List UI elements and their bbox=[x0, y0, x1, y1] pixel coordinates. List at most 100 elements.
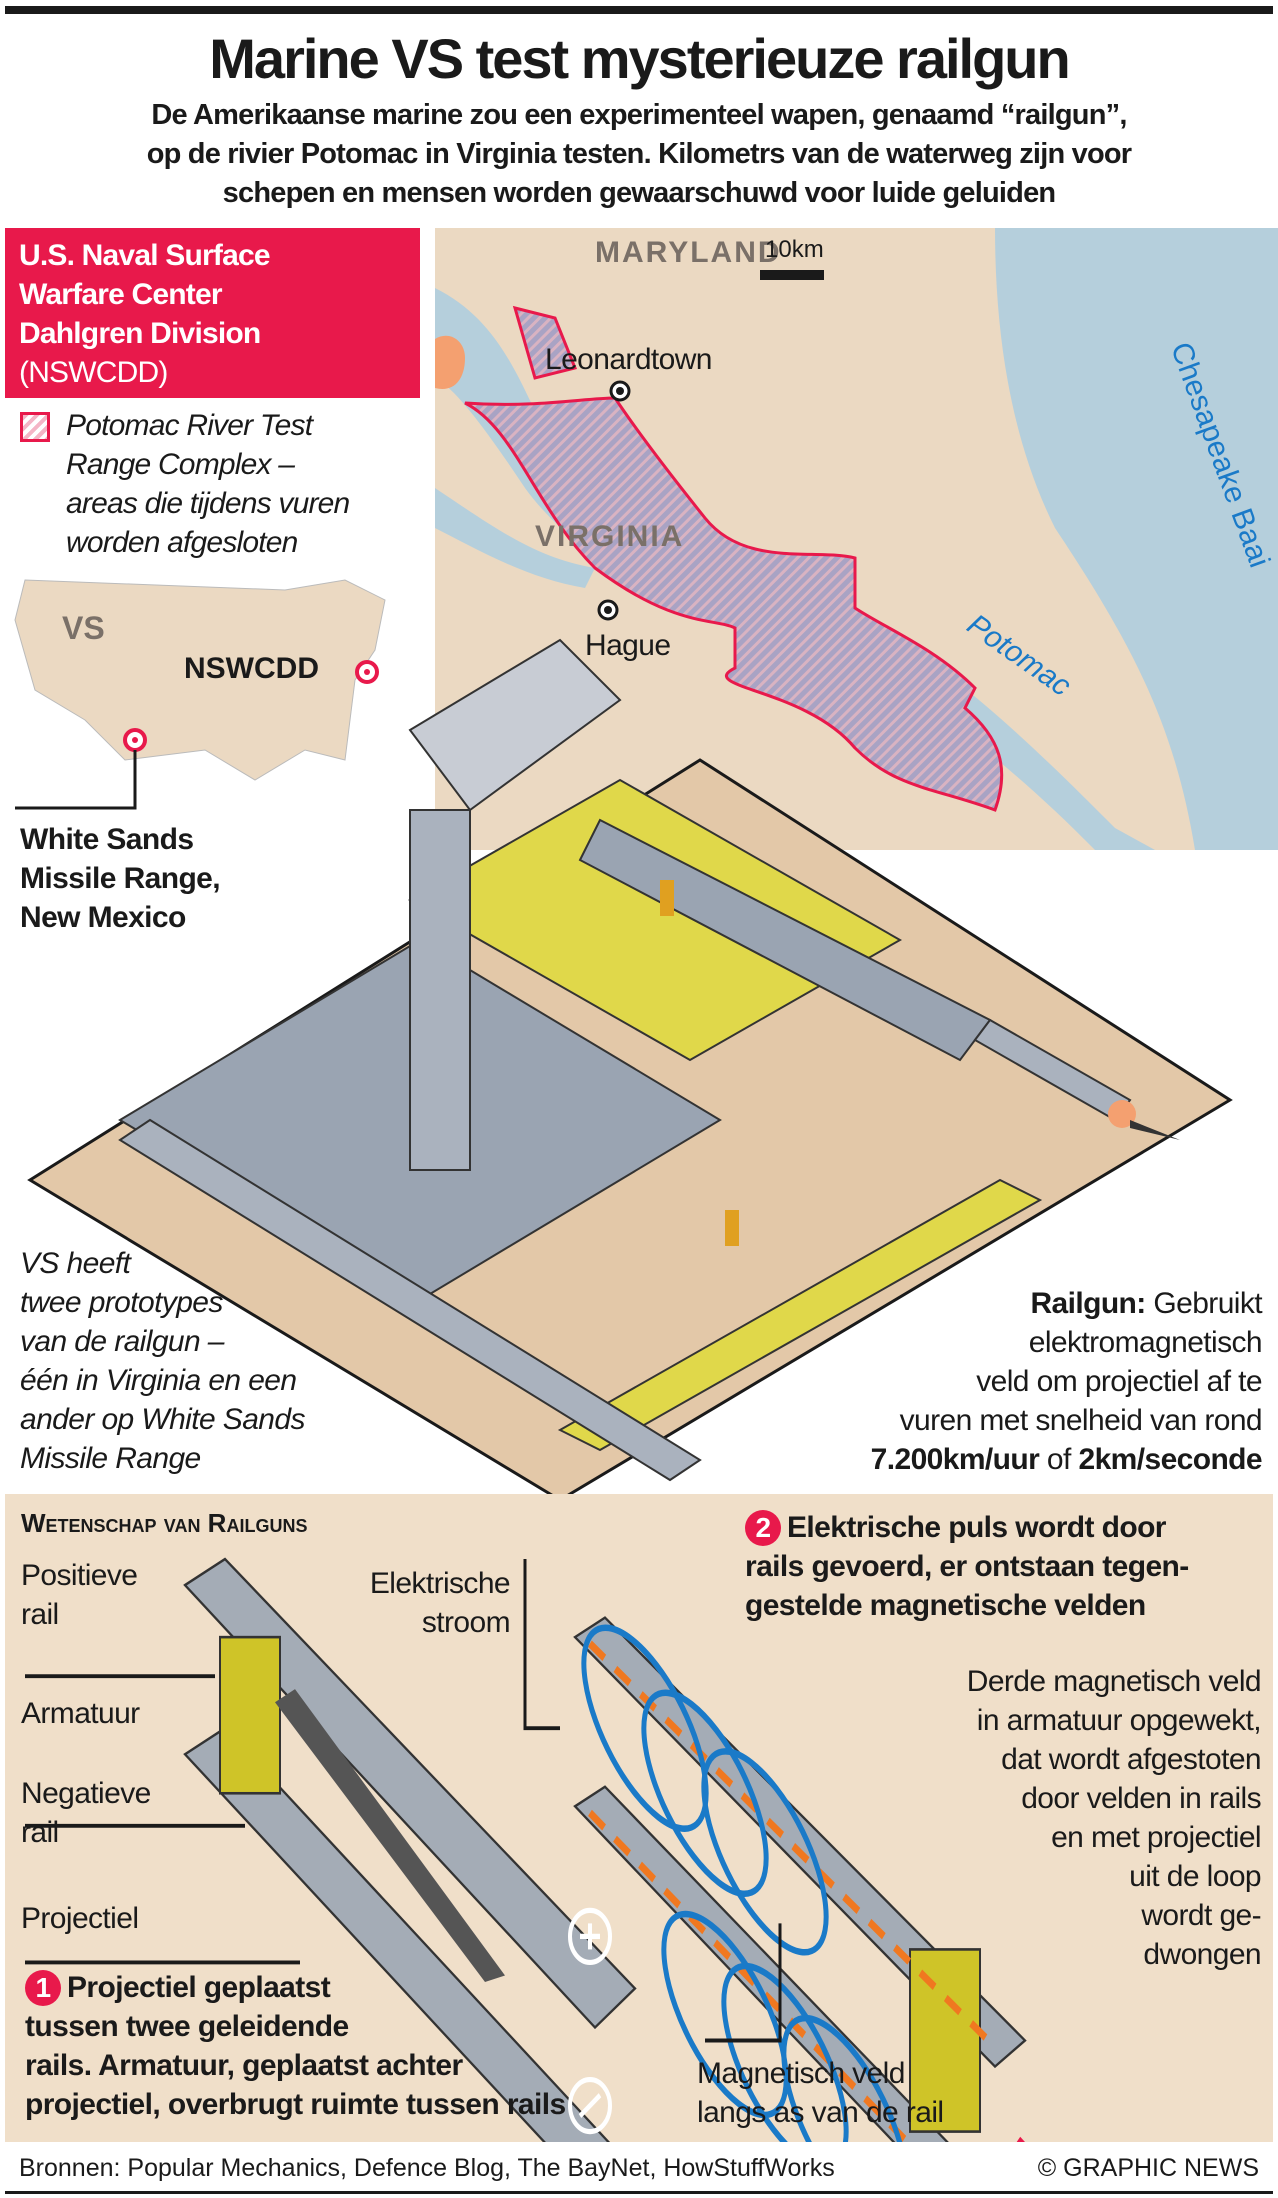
muzzle-flash-icon bbox=[1108, 1100, 1136, 1128]
yellow-floor bbox=[407, 778, 903, 1062]
note-line: Derde magnetisch veld bbox=[966, 1665, 1262, 1698]
scale-bar bbox=[760, 270, 824, 280]
label-virginia: VIRGINIA bbox=[535, 520, 685, 553]
minus-icon bbox=[568, 2076, 612, 2135]
subtitle-line: op de rivier Potomac in Virginia testen.… bbox=[146, 138, 1132, 170]
note-line: één in Virginia en een bbox=[20, 1364, 297, 1397]
worker-figure-icon bbox=[660, 880, 674, 916]
step-line: Elektrische puls wordt door bbox=[787, 1511, 1166, 1544]
hague-marker-icon bbox=[597, 599, 619, 621]
plus-icon bbox=[568, 1907, 612, 1966]
map-graphic bbox=[435, 228, 1278, 850]
label-magnetic-field: Magnetisch veld langs as van de rail bbox=[697, 2054, 944, 2132]
callout-line: U.S. Naval Surface bbox=[19, 239, 271, 272]
legend-line: areas die tijdens vuren bbox=[66, 487, 350, 520]
chesapeake-water bbox=[995, 228, 1278, 850]
note-line: uit de loop bbox=[1129, 1860, 1261, 1893]
label-projectile: Projectiel bbox=[21, 1899, 139, 1938]
nswcdd-callout: U.S. Naval Surface Warfare Center Dahlgr… bbox=[5, 228, 420, 398]
label-maryland: MARYLAND bbox=[595, 236, 782, 269]
magnetic-field-loops bbox=[581, 1624, 909, 2142]
label-line: Elektrische bbox=[369, 1567, 511, 1600]
subtitle-line: De Amerikaanse marine zou een experiment… bbox=[151, 99, 1127, 131]
potomac-water bbox=[435, 288, 1155, 850]
note-line: VS heeft bbox=[20, 1247, 131, 1280]
support-frame bbox=[409, 809, 471, 1171]
prototypes-note: VS heeft twee prototypes van de railgun … bbox=[20, 1244, 305, 1478]
step-line: Projectiel geplaatst bbox=[67, 1971, 331, 2004]
tributary-water bbox=[435, 488, 595, 588]
desc-line: elektromagnetisch bbox=[1028, 1326, 1263, 1359]
legend-line: Potomac River Test bbox=[66, 409, 313, 442]
test-range-area bbox=[464, 305, 1004, 812]
nswcdd-marker-icon bbox=[355, 660, 379, 684]
label-electric-current: Elektrische stroom bbox=[335, 1564, 511, 1642]
step-line: rails. Armatuur, geplaatst achter bbox=[25, 2049, 463, 2082]
worker-figure-icon bbox=[725, 1210, 739, 1246]
label-line: rail bbox=[21, 1598, 59, 1631]
legend: Potomac River Test Range Complex – areas… bbox=[20, 406, 420, 562]
label-line: langs as van de rail bbox=[697, 2096, 944, 2129]
step-number-badge: 1 bbox=[25, 1970, 61, 2006]
projectile bbox=[275, 1689, 505, 1982]
current-arrow bbox=[588, 1640, 997, 2051]
desc-first-line: Railgun: Gebruikt bbox=[871, 1284, 1262, 1323]
speed-line: 7.200km/uur of 2km/seconde bbox=[870, 1440, 1263, 1479]
hatch-swatch bbox=[20, 412, 50, 442]
railgun-label: Railgun: bbox=[1030, 1287, 1146, 1320]
label-line: Negatieve bbox=[21, 1777, 151, 1810]
note-line: in armatuur opgewekt, bbox=[976, 1704, 1262, 1737]
note-line: Missile Range bbox=[20, 1442, 201, 1475]
callout-abbr: (NSWCDD) bbox=[19, 356, 168, 389]
page-title: Marine VS test mysterieuze railgun bbox=[209, 27, 1070, 90]
desc-line: Gebruikt bbox=[1153, 1287, 1262, 1320]
white-sands-marker-icon bbox=[123, 728, 147, 752]
step-line: tussen twee geleidende bbox=[25, 2010, 349, 2043]
note-line: door velden in rails bbox=[1021, 1782, 1261, 1815]
speed-kms: 2km/seconde bbox=[1078, 1443, 1263, 1476]
label-line: stroom bbox=[421, 1606, 511, 1639]
potomac-map: MARYLAND VIRGINIA 10km Leonardtown Hague… bbox=[435, 228, 1278, 850]
step-number-badge: 2 bbox=[745, 1510, 781, 1546]
label-line: Armatuur bbox=[21, 1697, 140, 1730]
desc-line: veld om projectiel af te bbox=[976, 1365, 1262, 1398]
armature bbox=[219, 1635, 281, 1795]
speed-kmh: 7.200km/uur bbox=[870, 1443, 1040, 1476]
us-outline bbox=[14, 579, 386, 781]
callout-line: Dahlgren Division bbox=[19, 317, 261, 350]
leader-line bbox=[523, 1559, 560, 1731]
footer: Bronnen: Popular Mechanics, Defence Blog… bbox=[5, 2146, 1273, 2194]
desc-line: vuren met snelheid van rond bbox=[899, 1404, 1263, 1437]
note-line: twee prototypes bbox=[20, 1286, 223, 1319]
negative-rail bbox=[183, 1726, 611, 2142]
credit: © GRAPHIC NEWS bbox=[1037, 2154, 1259, 2182]
label-line: Positieve bbox=[21, 1559, 138, 1592]
step-line: projectiel, overbrugt ruimte tussen rail… bbox=[25, 2088, 566, 2121]
legend-line: worden afgesloten bbox=[66, 526, 298, 559]
projectile-icon bbox=[1130, 1120, 1180, 1140]
white-sands-leader-line bbox=[15, 750, 137, 810]
subtitle: De Amerikaanse marine zou een experiment… bbox=[10, 96, 1268, 213]
railgun-barrel bbox=[578, 818, 992, 1062]
armature-step2 bbox=[909, 1948, 981, 2133]
lower-yellow-deck bbox=[557, 1178, 1043, 1452]
note-line: en met projectiel bbox=[1051, 1821, 1262, 1854]
label-vs: VS bbox=[62, 610, 105, 646]
sources: Bronnen: Popular Mechanics, Defence Blog… bbox=[19, 2154, 835, 2182]
positive-rail bbox=[183, 1557, 637, 2030]
label-line: rail bbox=[21, 1816, 59, 1849]
railgun-description: Railgun: Gebruikt elektromagnetisch veld… bbox=[870, 1284, 1263, 1479]
step-line: rails gevoerd, er ontstaan tegen- bbox=[745, 1550, 1189, 1583]
science-heading: Wetenschap van Railguns bbox=[21, 1508, 308, 1538]
label-positive-rail: Positieve rail bbox=[21, 1556, 138, 1634]
long-walkway bbox=[118, 1118, 702, 1482]
white-sands-label: White Sands Missile Range, New Mexico bbox=[20, 820, 221, 937]
of-text: of bbox=[1046, 1443, 1071, 1476]
step-line: gestelde magnetische velden bbox=[745, 1589, 1146, 1622]
label-leonardtown: Leonardtown bbox=[545, 343, 712, 376]
label-line: Magnetisch veld bbox=[697, 2057, 905, 2090]
ws-line: New Mexico bbox=[20, 901, 186, 934]
